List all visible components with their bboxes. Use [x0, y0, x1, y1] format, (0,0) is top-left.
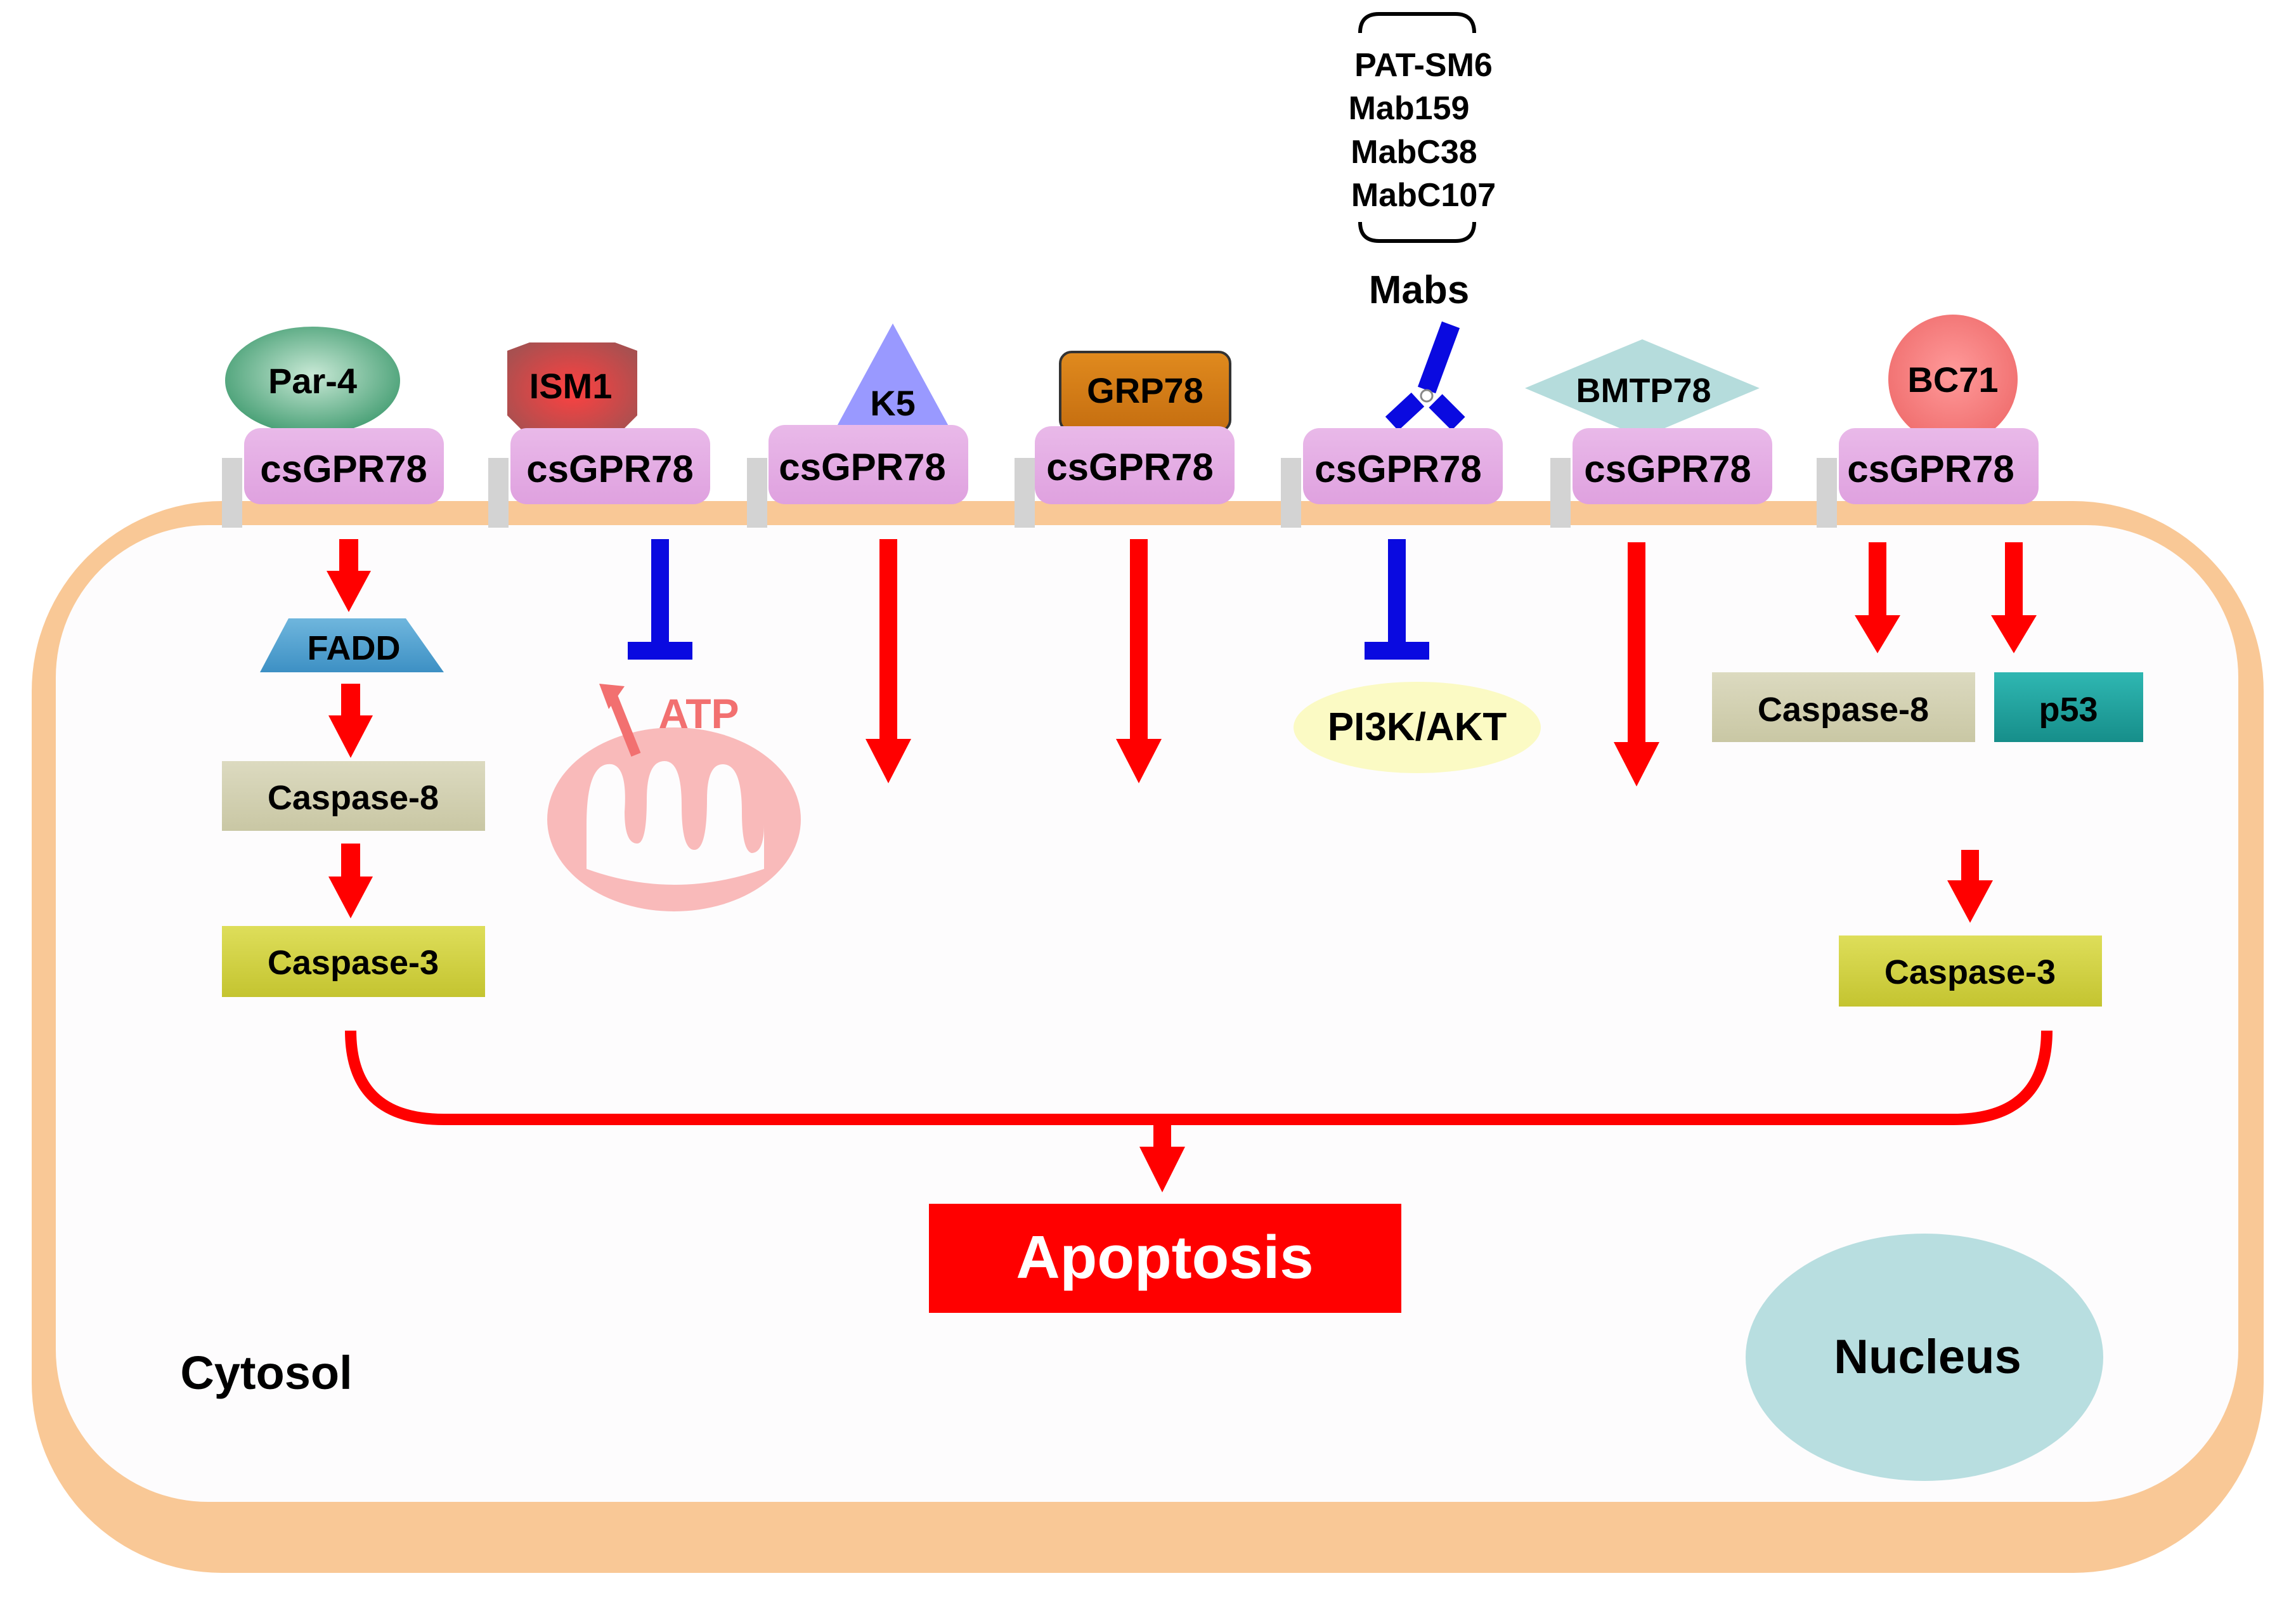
receptor-par4: [244, 428, 444, 504]
bc71-label: BC71: [1907, 360, 1998, 400]
membrane-anchor: [488, 458, 509, 528]
activation-arrow: [1991, 542, 2037, 653]
mabs-title: Mabs: [1369, 268, 1469, 312]
caspase8-box-left: [222, 761, 485, 831]
receptor-label: csGPR78: [1314, 448, 1482, 490]
activation-arrow: [1116, 539, 1162, 783]
activation-arrow: [1614, 542, 1659, 786]
receptor-bmtp78: [1573, 428, 1772, 504]
ism1-label: ISM1: [529, 366, 613, 406]
bmtp78-label: BMTP78: [1576, 372, 1711, 410]
membrane-anchor: [1550, 458, 1571, 528]
inhibition-bar: [628, 539, 692, 660]
pi3k-akt-shape: [1294, 682, 1541, 773]
membrane-anchor: [1015, 458, 1035, 528]
atp-up-arrow: [599, 684, 641, 757]
inhibition-bar: [1365, 539, 1429, 660]
membrane-anchor: [747, 458, 767, 528]
par4-ligand: [225, 327, 400, 434]
membrane-anchor: [1817, 458, 1837, 528]
receptor-label: csGPR78: [1046, 446, 1214, 488]
caspase3-box-right: [1839, 935, 2102, 1007]
mab-item-2: Mab159: [1349, 90, 1470, 127]
receptor-grp78: [1035, 426, 1235, 504]
apoptosis-box: [929, 1204, 1401, 1313]
receptor-label: csGPR78: [1847, 448, 2014, 490]
activation-arrow: [1139, 1123, 1185, 1192]
mab-item-1: PAT-SM6: [1354, 47, 1493, 84]
bmtp78-ligand: [1525, 339, 1760, 438]
receptor-k5: [769, 425, 968, 504]
p53-label: p53: [2039, 691, 2098, 729]
ism1-ligand: [507, 342, 637, 438]
activation-arrow: [1855, 542, 1900, 653]
pi3k-akt-label: PI3K/AKT: [1328, 705, 1507, 749]
apoptosis-label: Apoptosis: [1016, 1223, 1313, 1291]
receptor-label: csGPR78: [260, 448, 427, 490]
caspase8-label-left: Caspase-8: [268, 779, 439, 817]
caspase3-label-right: Caspase-3: [1884, 953, 2056, 991]
atp-label: ATP: [658, 690, 739, 737]
receptor-label: csGPR78: [779, 446, 946, 488]
receptor-label: csGPR78: [526, 448, 694, 490]
mab-item-4: MabC107: [1351, 177, 1496, 214]
mab-item-3: MabC38: [1351, 134, 1477, 171]
membrane-anchor: [222, 458, 242, 528]
receptor-label: csGPR78: [1584, 448, 1751, 490]
bc71-ligand: [1888, 315, 2018, 444]
activation-arrow: [866, 539, 911, 783]
mitochondrion-icon: [547, 727, 801, 911]
receptor-mabs: [1303, 428, 1503, 504]
fadd-label: FADD: [308, 629, 401, 667]
caspase3-label-left: Caspase-3: [268, 944, 439, 982]
caspase8-label-right: Caspase-8: [1758, 691, 1929, 729]
k5-label: K5: [870, 383, 916, 423]
membrane-anchor: [1281, 458, 1301, 528]
nucleus-shape: [1746, 1234, 2103, 1481]
p53-box: [1994, 672, 2143, 742]
cytosol-label: Cytosol: [180, 1346, 352, 1399]
receptor-bc71: [1839, 428, 2039, 504]
activation-arrow: [327, 539, 371, 612]
receptor-ism1: [510, 428, 710, 504]
activation-arrow: [328, 684, 373, 758]
grp78-label: GRP78: [1087, 370, 1203, 410]
mabs-bracket-bottom: [1358, 221, 1476, 243]
activation-arrow: [1947, 850, 1993, 923]
activation-arrow: [328, 844, 373, 918]
caspase3-box-left: [222, 926, 485, 997]
caspase8-box-right: [1712, 672, 1975, 742]
mabs-bracket-top: [1358, 12, 1476, 34]
fadd-shape: [260, 618, 444, 672]
nucleus-label: Nucleus: [1834, 1330, 2021, 1384]
antibody-icon: [1385, 321, 1465, 431]
convergence-connector: [345, 1030, 2053, 1125]
k5-ligand: [831, 323, 955, 438]
par4-label: Par-4: [268, 361, 357, 401]
membrane-anchors: [222, 458, 1837, 528]
